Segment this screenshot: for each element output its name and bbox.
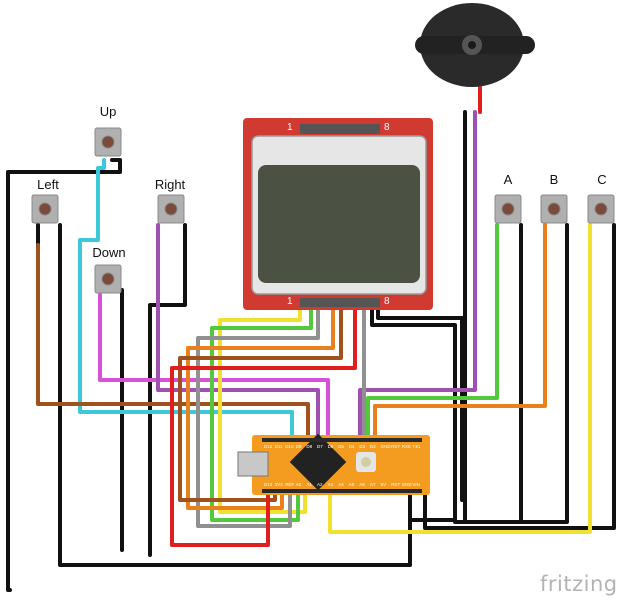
wire-lcd-green xyxy=(210,301,313,522)
lcd-bottom-pin-1: 1 xyxy=(287,296,293,307)
button-left-body xyxy=(31,194,59,224)
board-pin-label-top: RST xyxy=(391,444,400,449)
wire-lcd-brown xyxy=(178,301,343,502)
board-pin-label-bottom: A5 xyxy=(349,482,355,487)
wire-lcd-red xyxy=(170,301,357,547)
board-pin-label-bottom: RST xyxy=(391,482,400,487)
board-pin-label-top: D12 xyxy=(264,444,273,449)
buzzer xyxy=(415,3,535,87)
board-pin-label-bottom: A0 xyxy=(296,482,302,487)
board-pin-label-bottom: A2 xyxy=(317,482,323,487)
board-pin-label-bottom: GND xyxy=(402,482,413,487)
board-pin-label-top: D6 xyxy=(328,444,334,449)
button-down-body xyxy=(94,264,122,294)
board-pin-label-bottom: D13 xyxy=(264,482,273,487)
board-pin-label-bottom: REF xyxy=(285,482,294,487)
button-b-body xyxy=(540,194,568,224)
button-a-body xyxy=(494,194,522,224)
board-pin-label-top: D11 xyxy=(275,444,283,449)
lcd-bottom-pin-8: 8 xyxy=(384,296,390,307)
buttons xyxy=(31,127,615,294)
lcd-module xyxy=(243,118,433,310)
board-pin-label-bottom: A1 xyxy=(306,482,312,487)
board-pin-label-bottom: 5V xyxy=(381,482,387,487)
board-pin-label-top: RX0 xyxy=(402,444,411,449)
wire-orange-b xyxy=(373,223,547,442)
board-pin-label-top: D5 xyxy=(338,444,344,449)
board-pin-label-top: D10 xyxy=(285,444,294,449)
wire-green-a xyxy=(366,223,499,442)
board-pin-label-top: D4 xyxy=(349,444,355,449)
board-pin-label-top: D7 xyxy=(317,444,323,449)
board-pin-label-top: D3 xyxy=(359,444,365,449)
wire-purple xyxy=(156,223,320,442)
board-pin-label-bottom: 3V3 xyxy=(275,482,284,487)
wire-lcd-gray xyxy=(196,301,320,528)
arduino-nano-board xyxy=(237,433,430,495)
board-pin-label-bottom: A3 xyxy=(328,482,334,487)
lcd-top-pin-1: 1 xyxy=(287,122,293,133)
board-pin-label-bottom: A6 xyxy=(359,482,365,487)
board-pin-label-top: D8 xyxy=(306,444,312,449)
button-b-label: B xyxy=(549,172,559,187)
button-a-label: A xyxy=(503,172,513,187)
lcd-top-pin-8: 8 xyxy=(384,122,390,133)
board-pin-label-bottom: A7 xyxy=(370,482,376,487)
wire-lcd-yellow xyxy=(218,301,307,514)
board-pin-label-bottom: VIN xyxy=(412,482,420,487)
button-c-label: C xyxy=(597,172,607,187)
ground-wires xyxy=(6,110,616,592)
button-c-body xyxy=(587,194,615,224)
board-pin-label-bottom: A4 xyxy=(338,482,344,487)
button-right-label: Right xyxy=(154,177,186,192)
wire-lcd-orange xyxy=(186,301,335,510)
wire-cyan xyxy=(78,158,294,442)
board-pin-label-top: D2 xyxy=(370,444,376,449)
fritzing-watermark: fritzing xyxy=(540,572,618,596)
wire-purple-buzzer xyxy=(358,110,477,442)
board-pin-label-top: GND xyxy=(381,444,392,449)
board-pin-label-top: D9 xyxy=(296,444,302,449)
button-up-body xyxy=(94,127,122,157)
button-up-label: Up xyxy=(99,104,117,119)
board-pin-label-top: TX1 xyxy=(412,444,421,449)
wire-yellow-c xyxy=(328,223,592,534)
button-down-label: Down xyxy=(92,245,126,260)
button-left-label: Left xyxy=(37,177,59,192)
button-right-body xyxy=(157,194,185,224)
